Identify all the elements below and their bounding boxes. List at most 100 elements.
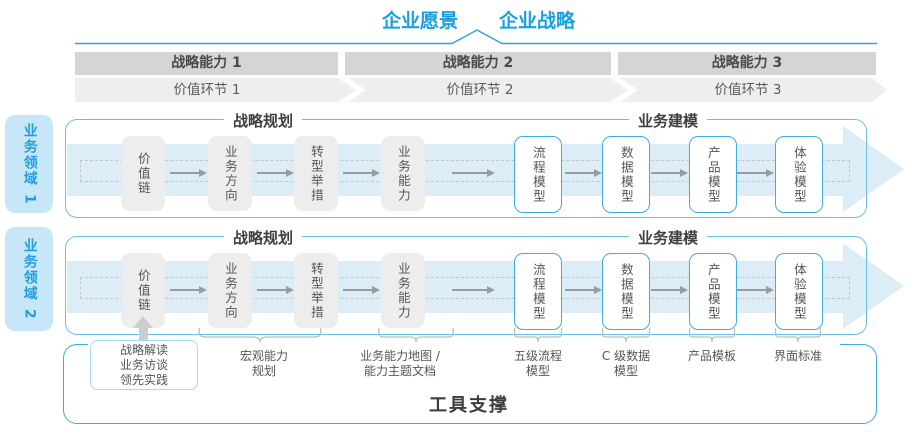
arrow-right-icon (737, 285, 774, 294)
value-link-3: 价值环节 3 (714, 82, 782, 98)
domain-label-1: 业务领域 1 (5, 115, 53, 213)
box-label: 业务能力 (395, 144, 411, 203)
box-label: 转型举措 (308, 261, 324, 320)
practice-line-3: 领先实践 (119, 372, 168, 387)
box-label: 流程模型 (530, 145, 546, 204)
box-label: 产品模型 (705, 262, 721, 321)
arrow-right-icon (737, 168, 774, 177)
note-line: 模型 (613, 364, 639, 378)
box-product-model: 产品模型 (689, 136, 737, 213)
domain-label-1-text: 业务领域 1 (21, 122, 38, 206)
modeling-header: 业务建模 (628, 110, 708, 131)
value-link-1: 价值环节 1 (173, 82, 241, 98)
practice-note-box: 战略解读 业务访谈 领先实践 (90, 340, 198, 390)
data-model-note: C 级数据 模型 (602, 349, 650, 379)
arrow-right-icon (170, 285, 207, 294)
arrow-right-icon (257, 168, 294, 177)
flow-arrowhead-icon (843, 126, 904, 212)
domain-1-row: 价值链 业务方向 转型举措 业务能力 流程模型 数据模型 产品模型 体验模型 战… (0, 110, 910, 219)
arrow-right-icon (170, 168, 207, 177)
arrow-right-icon (343, 285, 380, 294)
box-business-direction: 业务方向 (208, 136, 252, 211)
note-line: C 级数据 (601, 349, 651, 363)
brace-icon (602, 328, 650, 342)
domain-label-2-text: 业务领域 2 (21, 237, 38, 321)
value-link-band (75, 78, 887, 102)
box-business-capability: 业务能力 (381, 253, 425, 328)
vision-title: 企业愿景 (381, 10, 459, 32)
process-model-note: 五级流程 模型 (514, 349, 562, 379)
box-label: 价值链 (135, 151, 151, 196)
box-label: 流程模型 (530, 262, 546, 321)
domain-label-2: 业务领域 2 (5, 227, 53, 331)
brace-icon (689, 328, 735, 342)
tool-support-label: 工具支撑 (429, 395, 509, 416)
arrow-right-icon (343, 168, 380, 177)
capability-bar-2: 战略能力 2 (345, 52, 611, 75)
box-label: 数据模型 (618, 145, 634, 204)
box-label: 体验模型 (791, 145, 807, 204)
product-template-note: 产品模板 (687, 349, 737, 363)
brace-icon (775, 328, 821, 342)
note-line: 五级流程 (513, 349, 563, 363)
arrow-right-icon (565, 285, 602, 294)
dashed-track (80, 160, 850, 182)
box-label: 价值链 (135, 268, 151, 313)
planning-header: 战略规划 (223, 227, 303, 248)
arrow-right-icon (565, 168, 602, 177)
box-experience-model: 体验模型 (775, 253, 823, 330)
box-label: 转型举措 (308, 144, 324, 203)
box-transformation-initiative: 转型举措 (294, 253, 338, 328)
arrow-up-icon (133, 316, 153, 328)
dashed-track (80, 277, 850, 299)
box-label: 产品模型 (705, 145, 721, 204)
domain-2-panel (65, 236, 867, 335)
capability-map-note: 业务能力地图 / 能力主题文档 (360, 349, 440, 379)
arrow-right-icon (452, 285, 495, 294)
practice-line-2: 业务访谈 (119, 357, 168, 372)
box-label: 数据模型 (618, 262, 634, 321)
box-process-model: 流程模型 (514, 136, 562, 213)
ui-standard-note: 界面标准 (773, 349, 823, 363)
box-value-chain: 价值链 (121, 253, 165, 328)
box-label: 业务方向 (222, 261, 238, 320)
box-value-chain: 价值链 (121, 136, 165, 211)
value-link-2: 价值环节 2 (446, 82, 514, 98)
capability-bar-3: 战略能力 3 (618, 52, 876, 75)
arrow-up-shaft (139, 327, 148, 343)
domain-1-panel (65, 119, 867, 218)
box-label: 业务方向 (222, 144, 238, 203)
domain-2-row: 价值链 业务方向 转型举措 业务能力 流程模型 数据模型 产品模型 体验模型 战… (0, 227, 910, 336)
arrow-right-icon (651, 168, 688, 177)
brace-icon (378, 328, 454, 342)
planning-header: 战略规划 (223, 110, 303, 131)
brace-icon (514, 328, 562, 342)
macro-capability-note: 宏观能力 规划 (240, 349, 288, 379)
box-data-model: 数据模型 (602, 136, 650, 213)
vision-connector-line (75, 29, 877, 45)
box-label: 体验模型 (791, 262, 807, 321)
border-cover (88, 343, 840, 347)
note-line: 规划 (251, 364, 277, 378)
box-experience-model: 体验模型 (775, 136, 823, 213)
note-line: 能力主题文档 (363, 364, 437, 378)
box-label: 业务能力 (395, 261, 411, 320)
box-data-model: 数据模型 (602, 253, 650, 330)
practice-line-1: 战略解读 (119, 342, 168, 357)
strategy-title: 企业战略 (498, 10, 576, 32)
note-line: 业务能力地图 / (360, 349, 440, 363)
arrow-right-icon (452, 168, 495, 177)
box-business-direction: 业务方向 (208, 253, 252, 328)
box-process-model: 流程模型 (514, 253, 562, 330)
modeling-header: 业务建模 (628, 227, 708, 248)
flow-arrowhead-icon (843, 243, 904, 329)
arrow-right-icon (651, 285, 688, 294)
box-product-model: 产品模型 (689, 253, 737, 330)
brace-icon (198, 328, 322, 342)
arrow-right-icon (257, 285, 294, 294)
box-transformation-initiative: 转型举措 (294, 136, 338, 211)
note-line: 模型 (525, 364, 551, 378)
box-business-capability: 业务能力 (381, 136, 425, 211)
note-line: 宏观能力 (239, 349, 289, 363)
